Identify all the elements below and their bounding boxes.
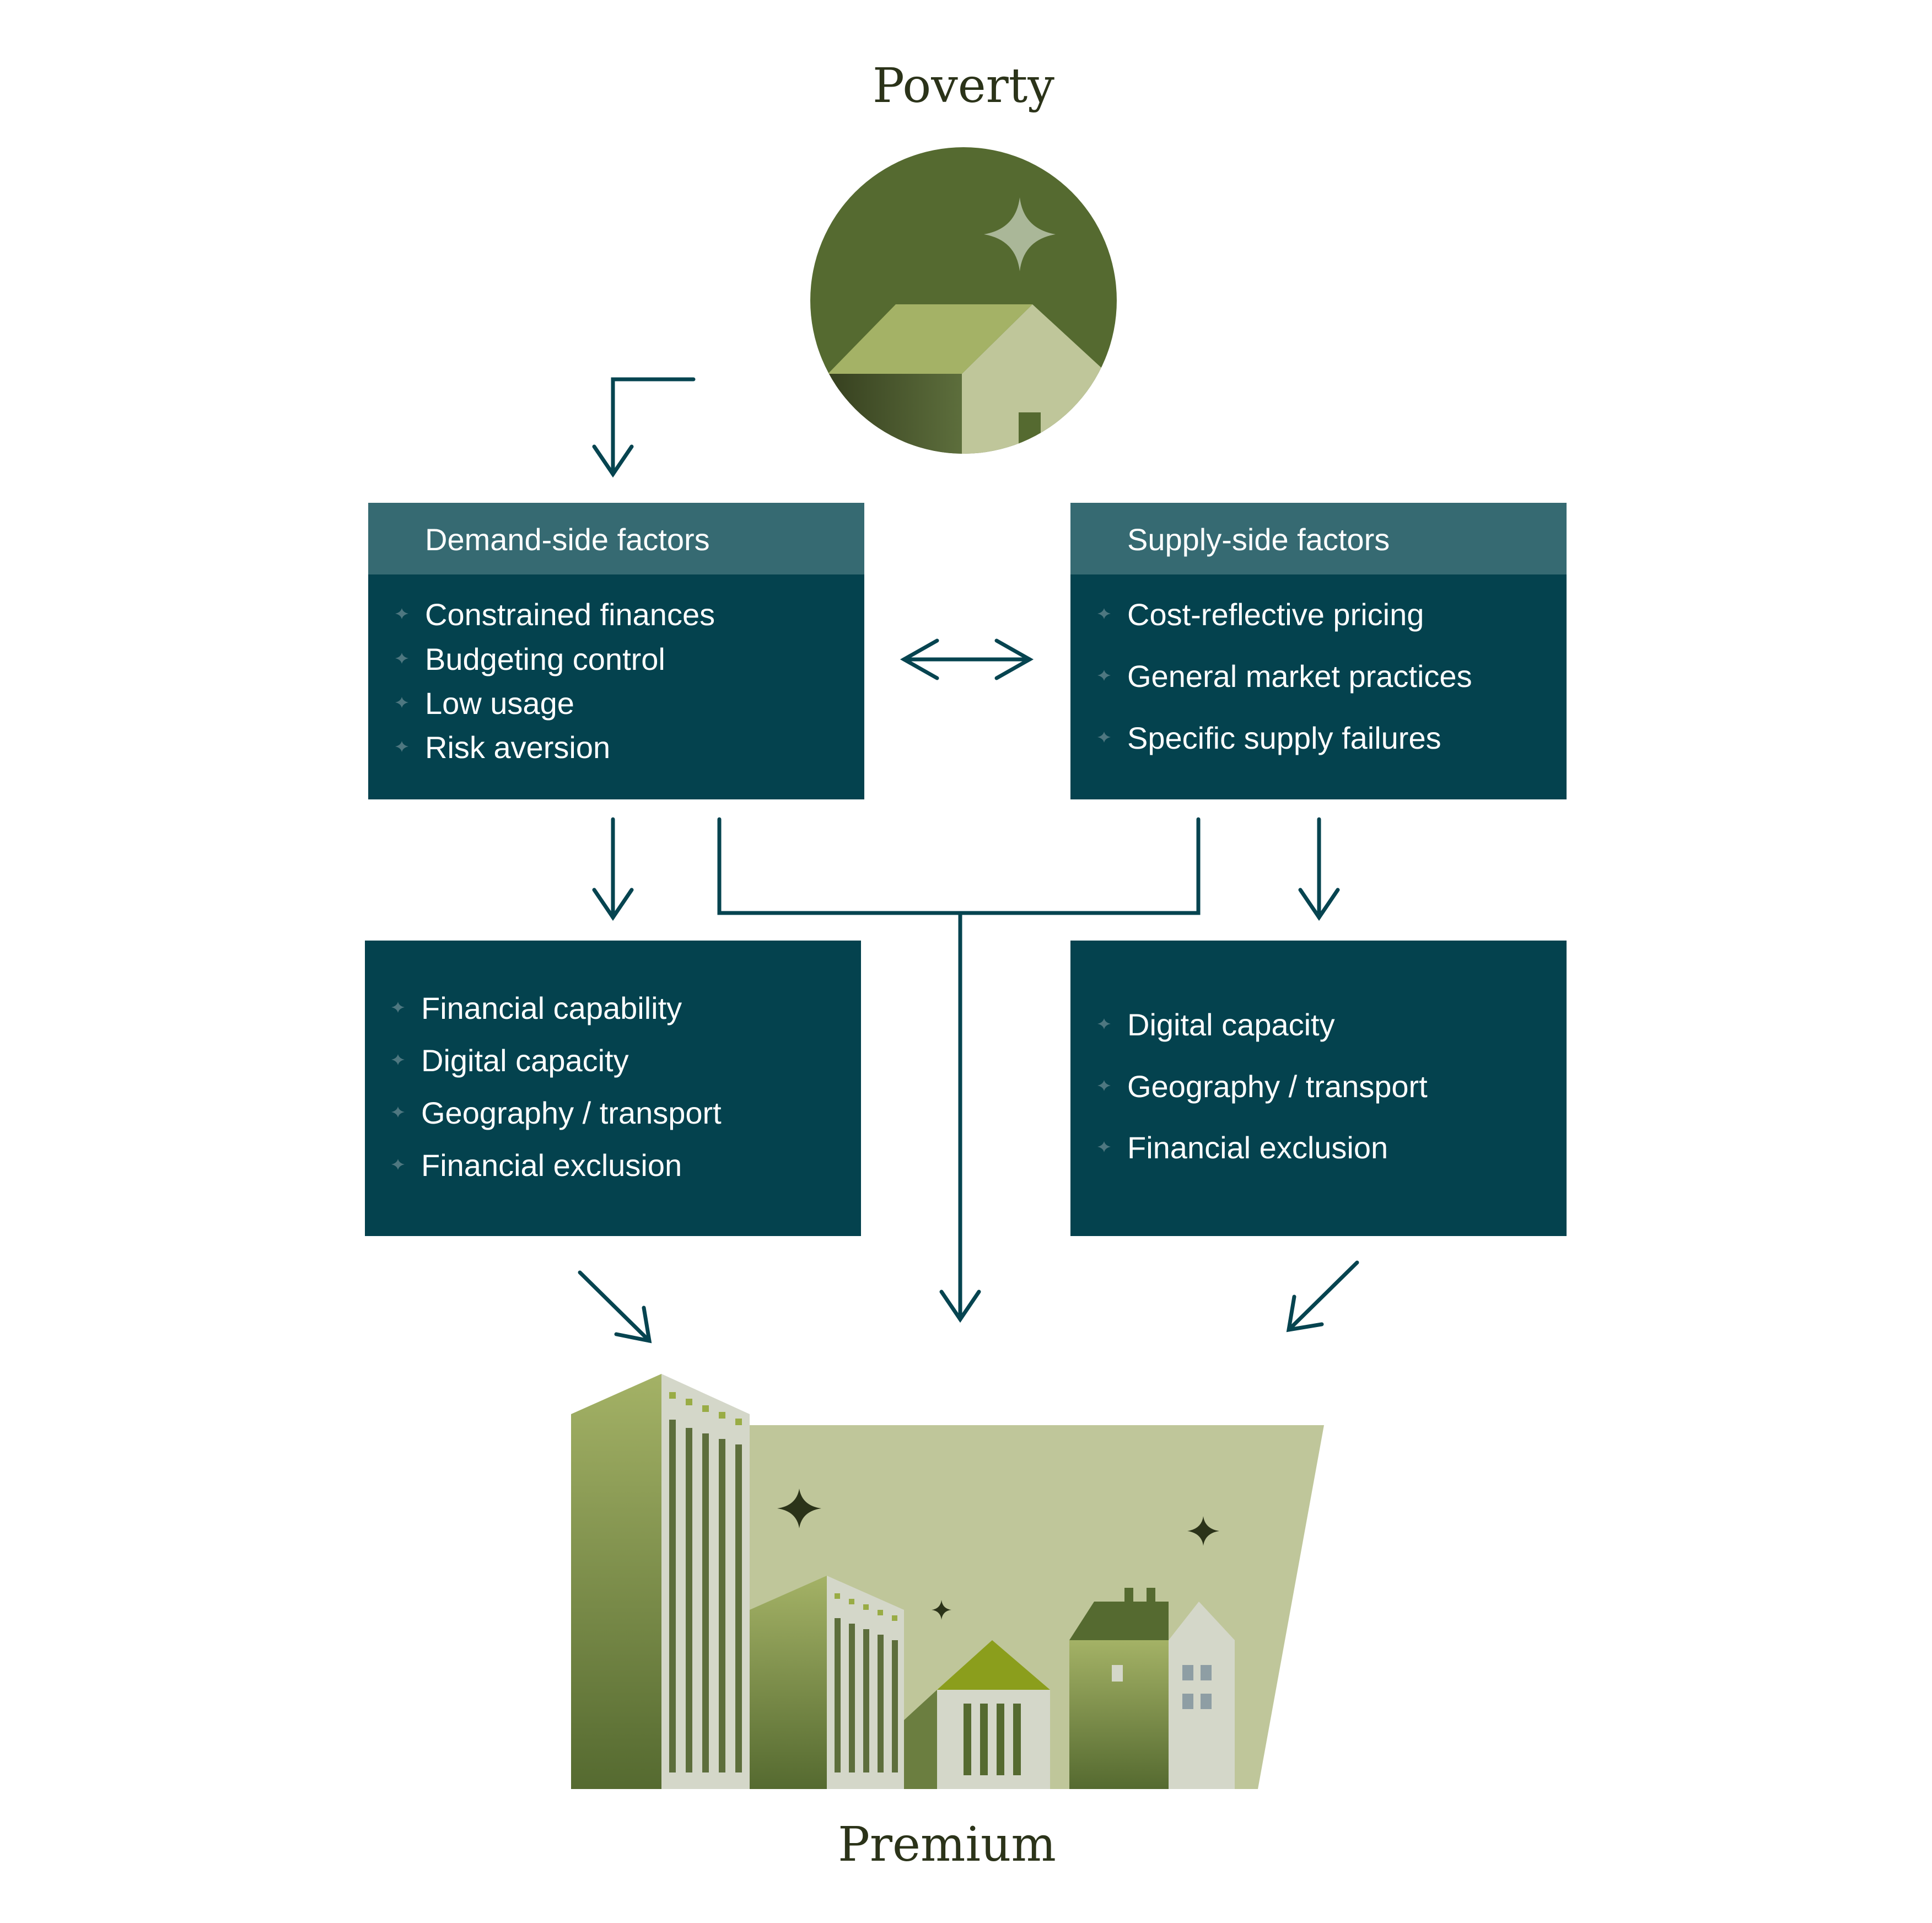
list-item: Digital capacity (1097, 1007, 1335, 1042)
demand-outcome-item: Financial exclusion (421, 1148, 682, 1183)
arrow-to-demand (592, 377, 696, 478)
list-item: Cost-reflective pricing (1097, 597, 1424, 632)
demand-item: Low usage (425, 686, 574, 721)
demand-item: Risk aversion (425, 730, 610, 765)
sparkle-bullet-icon (1097, 732, 1111, 743)
list-item: Digital capacity (391, 1043, 629, 1078)
supply-outcome-item: Geography / transport (1127, 1069, 1428, 1104)
supply-item: Cost-reflective pricing (1127, 597, 1424, 632)
sparkle-bullet-icon (1097, 608, 1111, 619)
list-item: Risk aversion (395, 730, 610, 765)
supply-side-header: Supply-side factors (1127, 522, 1390, 557)
demand-outcome-item: Geography / transport (421, 1095, 722, 1130)
poverty-title: Poverty (873, 58, 1054, 114)
house-night-icon (810, 147, 1117, 454)
sparkle-bullet-icon (391, 1002, 405, 1013)
demand-item: Constrained finances (425, 597, 715, 632)
sparkle-bullet-icon (391, 1159, 405, 1170)
arrow-supply-down (1298, 817, 1340, 921)
sparkle-bullet-icon (391, 1054, 405, 1065)
list-item: Geography / transport (391, 1095, 722, 1130)
list-item: Constrained finances (395, 597, 715, 632)
supply-side-box: Supply-side factors Cost-reflective pric… (1070, 503, 1567, 799)
list-item: Budgeting control (395, 642, 665, 676)
demand-outcome-item: Financial capability (421, 991, 682, 1025)
list-item: Geography / transport (1097, 1069, 1428, 1104)
arrow-left-diagonal (578, 1270, 652, 1344)
supply-item: General market practices (1127, 659, 1472, 694)
supply-outcome-item: Digital capacity (1127, 1007, 1335, 1042)
sparkle-bullet-icon (391, 1106, 405, 1118)
list-item: Low usage (395, 686, 574, 721)
sparkle-bullet-icon (1097, 1141, 1111, 1152)
list-item: Financial exclusion (1097, 1130, 1388, 1165)
sparkle-bullet-icon (1097, 1080, 1111, 1091)
demand-outcomes-box: Financial capability Digital capacity Ge… (365, 941, 861, 1236)
sparkle-bullet-icon (395, 608, 408, 619)
demand-side-box: Demand-side factors Constrained finances… (368, 503, 864, 799)
double-arrow (900, 638, 1034, 680)
sparkle-bullet-icon (1097, 670, 1111, 681)
list-item: Specific supply failures (1097, 721, 1441, 755)
sparkle-bullet-icon (395, 653, 408, 664)
demand-item: Budgeting control (425, 642, 665, 676)
merge-connector (717, 817, 1201, 1323)
list-item: Financial capability (391, 991, 682, 1025)
list-item: General market practices (1097, 659, 1472, 694)
city-skyline-icon (571, 1374, 1324, 1789)
demand-side-header: Demand-side factors (425, 522, 710, 557)
demand-outcome-item: Digital capacity (421, 1043, 629, 1078)
sparkle-bullet-icon (395, 741, 408, 752)
supply-outcomes-box: Digital capacity Geography / transport F… (1070, 941, 1567, 1236)
supply-outcome-item: Financial exclusion (1127, 1130, 1388, 1165)
sparkle-bullet-icon (1097, 1018, 1111, 1029)
sparkle-bullet-icon (395, 697, 408, 708)
list-item: Financial exclusion (391, 1148, 682, 1183)
supply-item: Specific supply failures (1127, 721, 1441, 755)
arrow-right-diagonal (1286, 1260, 1359, 1333)
premium-title: Premium (838, 1817, 1056, 1872)
arrow-demand-down (592, 817, 634, 921)
